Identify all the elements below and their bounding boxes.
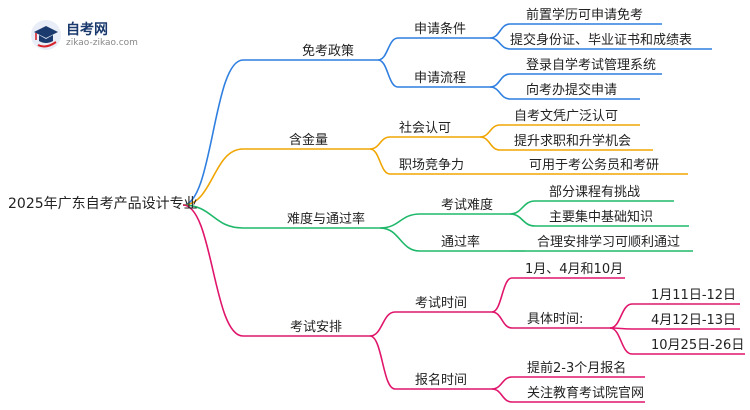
leaf-career-opportunities: 提升求职和升学机会 (514, 134, 632, 149)
link-exemption-process (377, 59, 399, 88)
node-exam-difficulty: 考试难度 (441, 198, 494, 213)
link-difficulty-exam (379, 213, 421, 229)
leaf-plan-study: 合理安排学习可顺利通过 (537, 235, 681, 250)
leaf-submit-application: 向考办提交申请 (526, 83, 618, 98)
leaf-basic-knowledge: 主要集中基础知识 (549, 210, 654, 225)
link-schedule-registration (369, 335, 396, 390)
link-exam-l1 (509, 200, 536, 215)
logo-title: 自考网 (66, 22, 108, 38)
leaf-october-dates: 10月25日-26日 (651, 338, 745, 353)
link-specific-d3 (609, 327, 633, 355)
node-social-recognition: 社会认可 (399, 121, 452, 136)
leaf-diploma-recognized: 自考文凭广泛认可 (514, 109, 619, 124)
branch-difficulty-pass-rate: 难度与通过率 (287, 212, 366, 227)
link-registration-l2 (491, 388, 513, 403)
link-root-exemption (182, 59, 244, 206)
link-value-workplace (369, 148, 391, 175)
node-workplace-competitiveness: 职场竞争力 (399, 158, 465, 173)
node-application-process: 申请流程 (414, 71, 467, 86)
leaf-login-system: 登录自学考试管理系统 (526, 58, 657, 73)
leaf-submit-documents: 提交身份证、毕业证书和成绩表 (510, 33, 693, 48)
leaf-april-dates: 4月12日-13日 (651, 313, 737, 328)
link-root-difficulty (182, 204, 244, 229)
node-application-conditions: 申请条件 (414, 22, 467, 37)
link-registration-l1 (491, 376, 513, 390)
leaf-exam-months: 1月、4月和10月 (525, 262, 624, 277)
link-conditions-l2 (489, 37, 511, 50)
node-exam-time: 考试时间 (415, 296, 468, 311)
leaf-some-courses-challenging: 部分课程有挑战 (549, 185, 641, 200)
graduation-cap-icon (31, 20, 61, 50)
link-time-specific (491, 311, 513, 329)
branch-exemption-policy: 免考政策 (302, 44, 355, 59)
link-value-social (369, 136, 391, 150)
link-specific-d1 (609, 303, 633, 329)
node-specific-time: 具体时间: (527, 312, 584, 327)
node-pass-rate: 通过率 (441, 235, 481, 250)
link-exemption-conditions (377, 37, 399, 61)
link-process-l2 (489, 86, 511, 100)
logo-url: zikao-zikao.com (66, 38, 138, 48)
leaf-civil-service-exam: 可用于考公务员和考研 (529, 158, 660, 173)
link-exam-l2 (509, 213, 536, 227)
link-social-l1 (479, 124, 501, 138)
leaf-january-dates: 1月11日-12日 (651, 288, 737, 303)
link-conditions-l1 (489, 23, 511, 39)
node-registration-time: 报名时间 (415, 373, 468, 388)
branch-value: 含金量 (289, 133, 329, 148)
link-difficulty-pass (379, 227, 421, 252)
leaf-register-early: 提前2-3个月报名 (527, 361, 627, 376)
link-root-schedule (182, 204, 244, 337)
root-node: 2025年广东自考产品设计专业 (8, 196, 198, 212)
site-logo[interactable]: 自考网 zikao-zikao.com (30, 18, 170, 54)
link-social-l2 (479, 136, 501, 151)
link-root-value (182, 148, 244, 206)
link-process-l1 (489, 73, 511, 88)
leaf-prior-education: 前置学历可申请免考 (526, 8, 644, 23)
link-time-months (491, 277, 513, 313)
leaf-follow-official-site: 关注教育考试院官网 (527, 386, 645, 401)
branch-exam-schedule: 考试安排 (290, 320, 343, 335)
link-schedule-time (369, 311, 396, 337)
